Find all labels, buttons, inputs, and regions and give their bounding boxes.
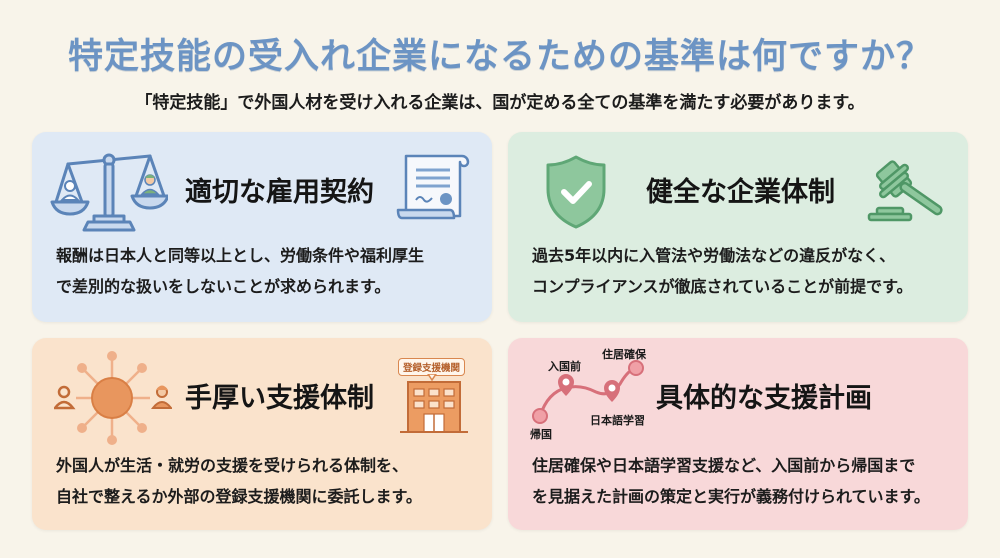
card-robust-support-system: 手厚い支援体制 登録支援機関 外国人が生活・就労の支援を受けられる体制を、 自社… [32,338,492,530]
page-title: 特定技能の受入れ企業になるための基準は何ですか？ [67,37,932,77]
route-label-pre-entry: 入国前 [548,360,581,373]
route-label-japanese: 日本語学習 [590,414,645,427]
card-body-line: 外国人が生活・就労の支援を受けられる体制を、 [56,456,409,475]
building-icon: 登録支援機関 [394,358,474,434]
card-title: 健全な企業体制 [646,177,835,208]
card-body-line: で差別的な扱いをしないことが求められます。 [56,277,391,296]
route-label-housing: 住居確保 [602,348,646,361]
card-sound-corporate-structure: 健全な企業体制 過去5年以内に入管法や労働法などの違反がなく、 コンプライアンス… [508,132,968,322]
card-body-line: 報酬は日本人と同等以上とし、労働条件や福利厚生 [56,246,425,265]
balance-scale-icon [50,153,168,232]
card-title: 手厚い支援体制 [185,383,374,414]
card-concrete-support-plan: 入国前 住居確保 日本語学習 帰国 具体的な支援計画 住居確保や日本語学習支援な… [508,338,968,530]
route-label-return: 帰国 [530,428,552,441]
contract-scroll-icon [396,154,470,220]
card-title: 適切な雇用契約 [185,177,374,208]
card-title: 具体的な支援計画 [656,383,872,414]
card-body-line: 過去5年以内に入管法や労働法などの違反がなく、 [532,246,896,265]
card-body-line: コンプライアンスが徹底されていることが前提です。 [532,277,913,296]
page-subtitle: 「特定技能」で外国人材を受け入れる企業は、国が定める全ての基準を満たす必要があり… [135,93,865,113]
route-map-icon: 入国前 住居確保 日本語学習 帰国 [522,348,654,442]
shield-check-icon [546,155,606,229]
support-network-icon [54,351,172,445]
card-body-line: 自社で整えるか外部の登録支援機関に委託します。 [56,487,422,506]
gavel-icon [867,160,943,222]
card-body-line: 住居確保や日本語学習支援など、入国前から帰国まで [532,456,916,475]
card-employment-contract: 適切な雇用契約 報酬は日本人と同等以上とし、労働条件や福利厚生 で差別的な扱いを… [32,132,492,322]
card-body-line: を見据えた計画の策定と実行が義務付けられています。 [532,487,930,506]
